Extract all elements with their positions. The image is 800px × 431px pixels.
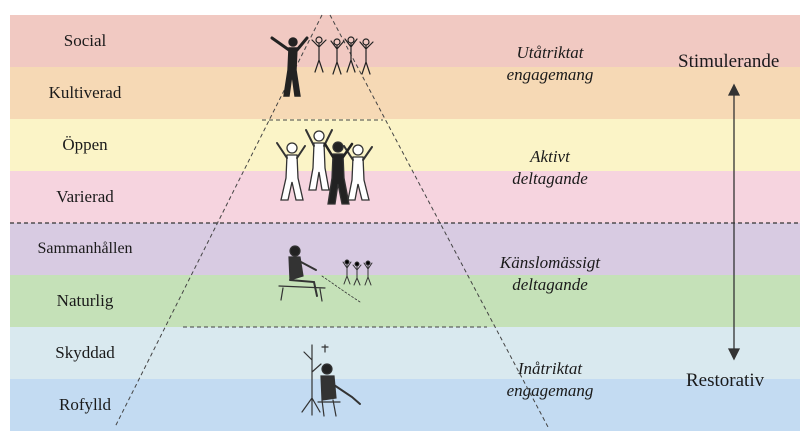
active-figures-icon (277, 130, 372, 204)
social-figures-icon (272, 37, 373, 96)
stimulating-restorative-arrow (729, 85, 739, 359)
seated-figure-icon (279, 246, 372, 302)
pyramid-outline (115, 15, 548, 427)
resting-figure-icon (302, 345, 360, 416)
